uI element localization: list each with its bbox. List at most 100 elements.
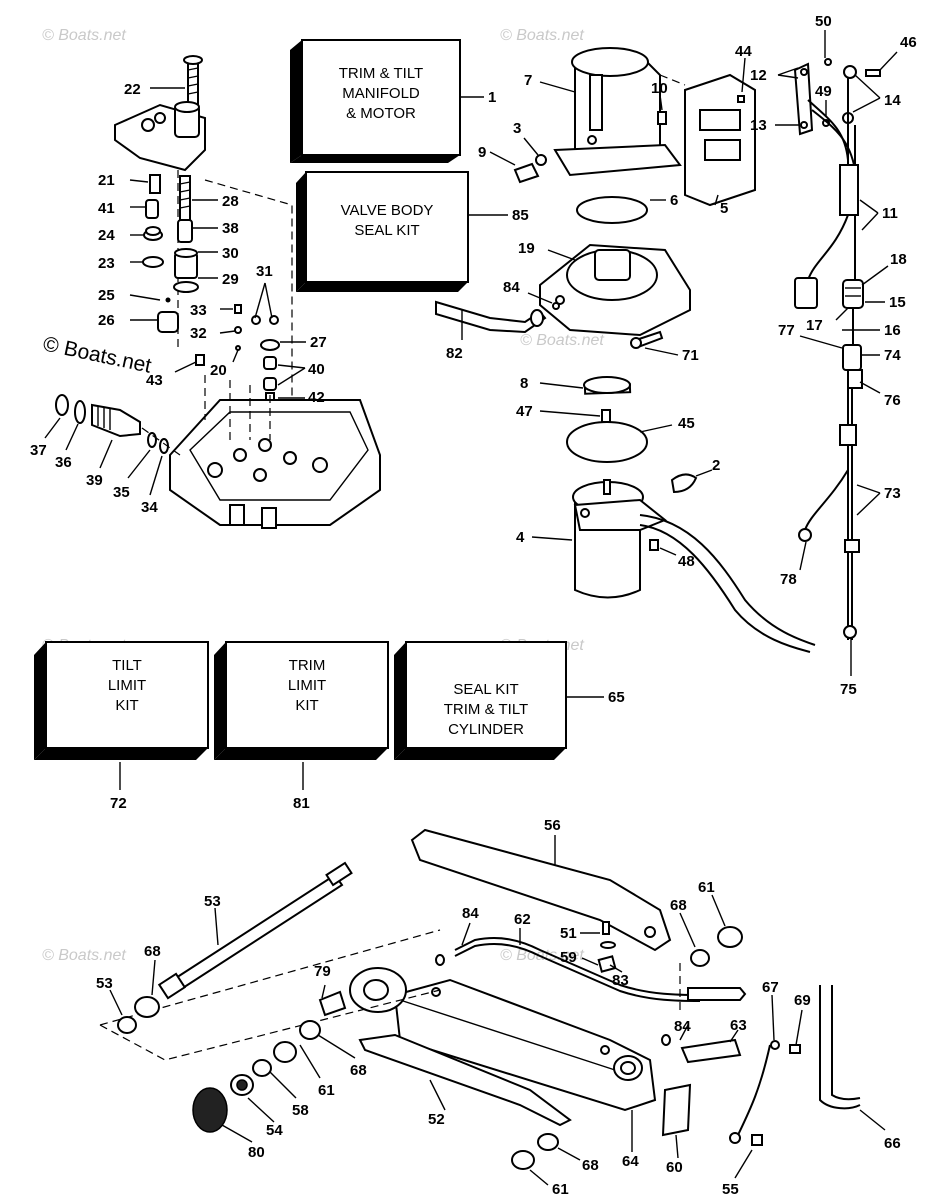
callout-label: 42 [308, 389, 325, 406]
callout-label: 19 [518, 240, 535, 257]
box-line: TRIM & TILT [444, 701, 528, 718]
watermark: © Boats.net [500, 27, 584, 44]
callout-label: 48 [678, 553, 695, 570]
callout-label: 75 [840, 681, 857, 698]
callout-label: 10 [651, 80, 668, 97]
callout-label: 74 [884, 347, 901, 364]
callout-label: 7 [524, 72, 532, 89]
callout-label: 84 [503, 279, 520, 296]
box-ref-label: 85 [512, 207, 529, 224]
callout-label: 22 [124, 81, 141, 98]
callout-label: 79 [314, 963, 331, 980]
watermark: © Boats.net [42, 947, 126, 964]
callout-label: 68 [144, 943, 161, 960]
callout-label: 5 [720, 200, 728, 217]
callout-label: 40 [308, 361, 325, 378]
callout-label: 31 [256, 263, 273, 280]
box-line: CYLINDER [448, 721, 524, 738]
callout-label: 6 [670, 192, 678, 209]
box-seal-kit-trim-tilt-cylinder: SEAL KIT TRIM & TILT CYLINDER 65 [394, 641, 625, 760]
callout-label: 83 [612, 972, 629, 989]
callout-label: 41 [98, 200, 115, 217]
callout-label: 50 [815, 13, 832, 30]
box-ref-label: 1 [488, 89, 496, 106]
callout-label: 26 [98, 312, 115, 329]
callout-label: 59 [560, 949, 577, 966]
box-tilt-limit-kit: TILT LIMIT KIT 72 [34, 641, 209, 812]
callout-label: 28 [222, 193, 239, 210]
callout-label: 4 [516, 529, 525, 546]
cylinder-rod-drawing [157, 861, 353, 1000]
callout-label: 64 [622, 1153, 639, 1170]
callout-label: 60 [666, 1159, 683, 1176]
motor-housing-drawing [513, 47, 756, 224]
callout-label: 62 [514, 911, 531, 928]
callout-label: 54 [266, 1122, 283, 1139]
callout-label: 36 [55, 454, 72, 471]
callout-label: 34 [141, 499, 158, 516]
box-trim-tilt-manifold-motor: TRIM & TILT MANIFOLD & MOTOR 1 [290, 39, 496, 163]
callout-label: 53 [96, 975, 113, 992]
callout-label: 29 [222, 271, 239, 288]
watermark: © Boats.net [42, 27, 126, 44]
leader-lines [44, 30, 898, 1186]
valve-body-drawing [169, 375, 381, 529]
callout-label: 78 [780, 571, 797, 588]
box-line: KIT [115, 697, 138, 714]
callout-label: 11 [882, 205, 898, 222]
callout-label: 25 [98, 287, 115, 304]
box-trim-limit-kit: TRIM LIMIT KIT 81 [214, 641, 389, 812]
watermark: © Boats.net [520, 332, 604, 349]
callout-label: 77 [778, 322, 795, 339]
callout-label: 68 [582, 1157, 599, 1174]
callout-label: 16 [884, 322, 901, 339]
hydraulic-line-drawing [435, 921, 747, 1002]
callout-label: 73 [884, 485, 901, 502]
callout-label: 82 [446, 345, 463, 362]
callout-label: 46 [900, 34, 917, 51]
callout-label: 14 [884, 92, 901, 109]
callout-label: 63 [730, 1017, 747, 1034]
box-line: MANIFOLD [342, 85, 420, 102]
box-line: LIMIT [108, 677, 146, 694]
manifold-small-parts-drawing [142, 170, 293, 420]
callout-label: 68 [670, 897, 687, 914]
watermark-large: © Boats.net [41, 332, 154, 377]
callout-label: 61 [318, 1082, 335, 1099]
callout-label: 67 [762, 979, 779, 996]
callout-label: 9 [478, 144, 486, 161]
box-line: TRIM [289, 657, 326, 674]
callout-label: 56 [544, 817, 561, 834]
callout-label: 47 [516, 403, 533, 420]
motor-drawing [566, 376, 816, 653]
callout-label: 18 [890, 251, 907, 268]
callout-label: 38 [222, 220, 239, 237]
callout-label: 49 [815, 83, 832, 100]
callout-label: 84 [674, 1018, 691, 1035]
manifold-cap-drawing [114, 55, 206, 172]
callout-label: 15 [889, 294, 906, 311]
pump-body-drawing [435, 243, 691, 349]
callout-label: 71 [682, 347, 699, 364]
callout-label: 24 [98, 227, 115, 244]
box-ref-label: 81 [293, 795, 310, 812]
callout-label: 8 [520, 375, 528, 392]
callout-label: 66 [884, 1135, 901, 1152]
box-line: LIMIT [288, 677, 326, 694]
callout-label: 69 [794, 992, 811, 1009]
box-line: SEAL KIT [354, 222, 419, 239]
callout-label: 55 [722, 1181, 739, 1198]
box-line: TRIM & TILT [339, 65, 423, 82]
callout-label: 13 [750, 117, 767, 134]
box-ref-label: 72 [110, 795, 127, 812]
callout-label: 17 [806, 317, 823, 334]
callouts: 22 21 28 41 38 24 30 23 29 31 25 33 26 3… [30, 13, 917, 1198]
callout-label: 3 [513, 120, 521, 137]
callout-label: 61 [552, 1181, 569, 1198]
box-line: SEAL KIT [453, 681, 518, 698]
cylinder-small-parts-drawing [99, 926, 861, 1170]
box-line: TILT [112, 657, 142, 674]
callout-label: 35 [113, 484, 130, 501]
callout-label: 37 [30, 442, 47, 459]
